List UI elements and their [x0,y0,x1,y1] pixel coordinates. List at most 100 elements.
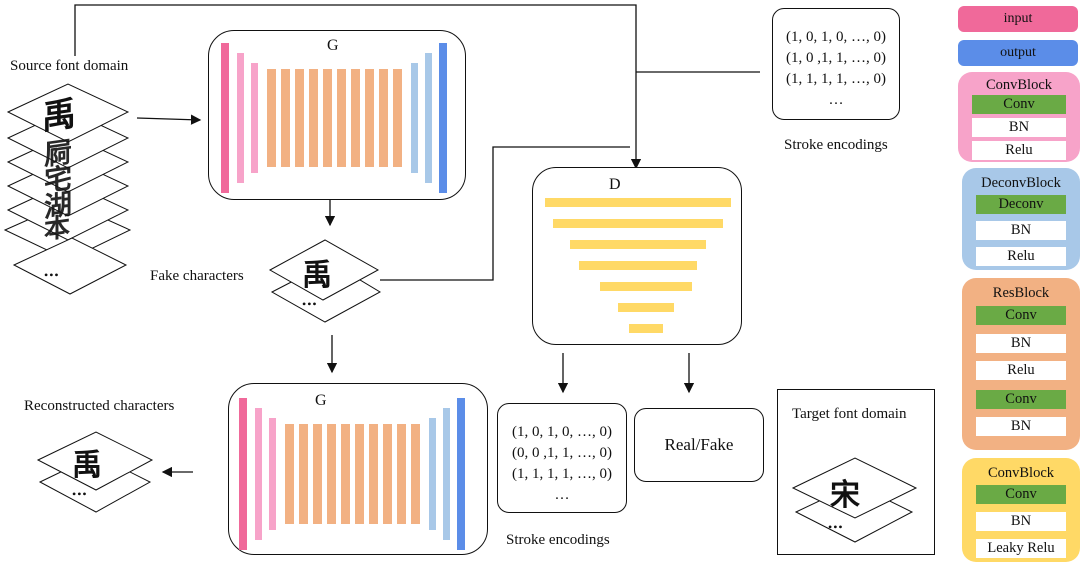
discriminator-layer-bar [553,219,723,228]
legend-output: output [958,40,1078,66]
generator-layer-bar [429,418,436,530]
arrow-source-to-d [74,4,642,170]
discriminator-layer-bar [618,303,674,312]
fake-ellipsis: ••• [302,297,318,311]
discriminator-layer-bar [545,198,731,207]
generator-layer-bar [439,43,447,193]
convblock-title: ConvBlock [985,77,1053,93]
generator-layer-bar [369,424,378,524]
legend-input: input [958,6,1078,32]
stroke-encodings-bottom-label: Stroke encodings [506,532,610,548]
resblock-layer: Relu [976,361,1066,380]
convblock-leaky-layer: BN [976,512,1066,531]
deconvblock-layer: BN [976,221,1066,240]
generator-layer-bar [309,69,318,167]
resblock-layer: BN [976,417,1066,436]
generator-layer-bar [425,53,432,183]
generator-layer-bar [285,424,294,524]
encoding-row: (1, 0 ,1, 1, …, 0) [786,50,886,66]
encoding-row: (0, 0 ,1, 1, …, 0) [512,445,612,461]
discriminator-layer-bar [579,261,697,270]
generator-layer-bar [397,424,406,524]
encoding-row: (1, 0, 1, 0, …, 0) [786,29,886,45]
stroke-encodings-top: (1, 0, 1, 0, …, 0) (1, 0 ,1, 1, …, 0) (1… [772,8,900,120]
generator-top: G [208,30,466,200]
convblock-leaky-layer: Leaky Relu [976,539,1066,558]
convblock-layer: Relu [972,141,1066,160]
legend-resblock: ResBlock Conv BN Relu Conv BN [962,278,1080,450]
real-fake-box: Real/Fake [634,408,764,482]
generator-layer-bar [351,69,360,167]
encoding-row: … [828,92,844,108]
generator-layer-bar [281,69,290,167]
discriminator-layer-bar [600,282,692,291]
encoding-row: (1, 1, 1, 1, …, 0) [786,71,886,87]
target-ellipsis: ••• [828,520,844,534]
target-font-domain-label: Target font domain [792,406,907,422]
stroke-encodings-top-label: Stroke encodings [784,137,888,153]
resblock-layer: Conv [976,306,1066,325]
source-glyph-5: 本 [44,212,71,246]
generator-bottom-title: G [315,392,327,409]
generator-layer-bar [295,69,304,167]
generator-layer-bar [341,424,350,524]
generator-top-title: G [327,37,339,54]
fake-glyph: 禹 [302,258,332,293]
generator-layer-bar [255,408,262,540]
discriminator-title: D [609,176,621,193]
generator-layer-bar [221,43,229,193]
legend-convblock: ConvBlock Conv BN Relu [958,72,1080,162]
generator-layer-bar [393,69,402,167]
convblock-layer: BN [972,118,1066,137]
generator-layer-bar [411,63,418,173]
encoding-row: (1, 1, 1, 1, …, 0) [512,466,612,482]
reconstructed-characters-label: Reconstructed characters [24,398,175,414]
encoding-row: … [554,487,570,503]
discriminator-layer-bar [570,240,706,249]
generator-layer-bar [443,408,450,540]
generator-layer-bar [411,424,420,524]
reconstructed-glyph: 禹 [72,448,102,483]
generator-layer-bar [313,424,322,524]
source-character-stack [3,83,132,295]
generator-layer-bar [383,424,392,524]
fake-character-stack [268,239,382,323]
legend-convblock-leaky: ConvBlock Conv BN Leaky Relu [962,458,1080,562]
generator-layer-bar [251,63,258,173]
source-ellipsis: ••• [44,268,60,282]
line-fake-to-d [380,146,630,281]
generator-layer-bar [323,69,332,167]
deconvblock-layer: Relu [976,247,1066,266]
discriminator-layer-bar [629,324,663,333]
generator-layer-bar [299,424,308,524]
deconvblock-layer: Deconv [976,195,1066,214]
generator-layer-bar [457,398,465,550]
arrow-source-to-g [136,114,202,125]
convblock-layer: Conv [972,95,1066,114]
generator-bottom: G [228,383,488,555]
resblock-title: ResBlock [992,285,1050,301]
generator-layer-bar [239,398,247,550]
source-font-domain-label: Source font domain [10,58,129,74]
discriminator: D [532,167,742,345]
generator-layer-bar [237,53,244,183]
generator-layer-bar [365,69,374,167]
reconstructed-character-stack [36,431,154,513]
stroke-encodings-bottom: (1, 0, 1, 0, …, 0) (0, 0 ,1, 1, …, 0) (1… [497,403,627,513]
target-character-stack [791,457,918,543]
target-font-domain-box: Target font domain [777,389,935,555]
encoding-row: (1, 0, 1, 0, …, 0) [512,424,612,440]
convblock-leaky-title: ConvBlock [987,465,1055,481]
fake-characters-label: Fake characters [150,268,244,284]
generator-layer-bar [337,69,346,167]
resblock-layer: Conv [976,390,1066,409]
deconvblock-title: DeconvBlock [981,175,1061,191]
generator-layer-bar [267,69,276,167]
generator-layer-bar [327,424,336,524]
reconstructed-ellipsis: ••• [72,487,88,501]
target-glyph: 宋 [830,478,860,513]
resblock-layer: BN [976,334,1066,353]
generator-layer-bar [355,424,364,524]
generator-layer-bar [379,69,388,167]
